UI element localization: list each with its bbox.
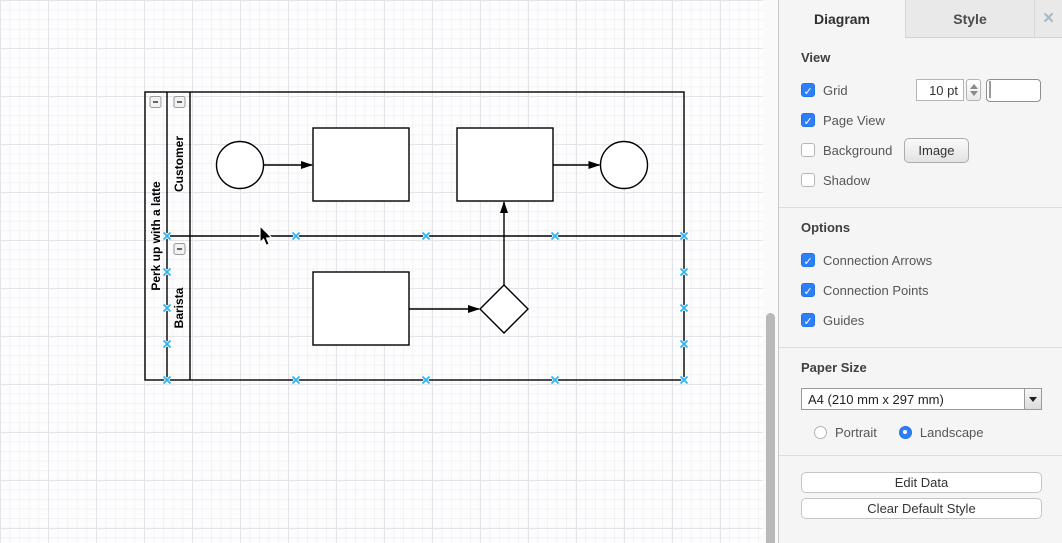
connection-points bbox=[161, 230, 690, 386]
connection-point-marker bbox=[549, 230, 561, 242]
vertical-scrollbar-thumb[interactable] bbox=[766, 313, 775, 543]
background-label: Background bbox=[823, 142, 893, 158]
diagram-canvas[interactable]: Perk up with a latte Customer Barista bbox=[0, 0, 778, 543]
connection-point-marker bbox=[161, 230, 173, 242]
background-row: Background Image bbox=[801, 137, 1041, 163]
tab-style[interactable]: Style bbox=[906, 0, 1035, 38]
connection-point-marker bbox=[161, 338, 173, 350]
grid-checkbox[interactable] bbox=[801, 83, 815, 98]
options-heading: Options bbox=[801, 220, 851, 235]
grid-color-button[interactable] bbox=[986, 78, 1041, 102]
connection-point-marker bbox=[161, 266, 173, 278]
page-view-checkbox[interactable] bbox=[801, 113, 815, 128]
page-view-label: Page View bbox=[823, 112, 885, 128]
connection-point-marker bbox=[549, 374, 561, 386]
end-event-circle[interactable] bbox=[599, 140, 649, 190]
panel-close-button[interactable]: × bbox=[1035, 0, 1062, 38]
connection-point-marker bbox=[161, 302, 173, 314]
stepper-down-icon[interactable] bbox=[969, 91, 978, 96]
view-heading: View bbox=[801, 50, 831, 65]
pool-title[interactable]: Perk up with a latte bbox=[149, 181, 163, 291]
format-panel-tabbar: Diagram Style × bbox=[779, 0, 1062, 38]
connection-point-marker bbox=[290, 374, 302, 386]
portrait-radio[interactable] bbox=[814, 425, 827, 439]
bpmn-diagram: Perk up with a latte Customer Barista bbox=[144, 91, 690, 386]
connection-point-marker bbox=[290, 230, 302, 242]
dropdown-arrow-button[interactable] bbox=[1024, 389, 1041, 409]
paper-size-selected-value: A4 (210 mm x 297 mm) bbox=[808, 391, 944, 407]
page-view-row: Page View bbox=[801, 108, 1041, 132]
edit-data-button[interactable]: Edit Data bbox=[801, 472, 1042, 493]
actions-section: Edit Data Clear Default Style bbox=[779, 456, 1062, 519]
lane-customer-collapse-icon[interactable] bbox=[173, 96, 186, 108]
stepper-up-icon[interactable] bbox=[969, 84, 978, 89]
orientation-row: Portrait Landscape bbox=[801, 424, 1041, 440]
grid-color-swatch bbox=[989, 80, 991, 98]
clear-default-style-button[interactable]: Clear Default Style bbox=[801, 498, 1042, 519]
connection-points-label: Connection Points bbox=[823, 282, 929, 298]
connection-points-checkbox[interactable] bbox=[801, 283, 815, 298]
connection-point-marker bbox=[678, 266, 690, 278]
scrollbar-gutter bbox=[763, 0, 778, 543]
shadow-label: Shadow bbox=[823, 172, 870, 188]
start-event-circle[interactable] bbox=[215, 140, 265, 190]
connection-arrows-label: Connection Arrows bbox=[823, 252, 933, 268]
connection-point-marker bbox=[678, 374, 690, 386]
options-section: Options Connection Arrows Connection Poi… bbox=[779, 208, 1062, 348]
connection-points-row: Connection Points bbox=[801, 278, 1041, 302]
connection-point-marker bbox=[678, 302, 690, 314]
connection-arrows-row: Connection Arrows bbox=[801, 248, 1041, 272]
connection-point-marker bbox=[420, 230, 432, 242]
grid-size-input[interactable] bbox=[916, 79, 964, 101]
chevron-down-icon bbox=[1029, 396, 1037, 402]
shadow-row: Shadow bbox=[801, 168, 1041, 192]
guides-label: Guides bbox=[823, 312, 865, 328]
grid-label: Grid bbox=[823, 82, 848, 98]
gateway-diamond[interactable] bbox=[479, 284, 529, 334]
connection-point-marker bbox=[420, 374, 432, 386]
background-image-button[interactable]: Image bbox=[904, 137, 969, 163]
connection-point-marker bbox=[678, 338, 690, 350]
task2-rect[interactable] bbox=[456, 127, 554, 202]
landscape-radio[interactable] bbox=[898, 425, 912, 439]
pool-collapse-icon[interactable] bbox=[149, 96, 162, 108]
landscape-label: Landscape bbox=[919, 424, 984, 440]
guides-row: Guides bbox=[801, 308, 1041, 332]
background-checkbox[interactable] bbox=[801, 143, 815, 157]
guides-checkbox[interactable] bbox=[801, 313, 815, 328]
shadow-checkbox[interactable] bbox=[801, 173, 815, 187]
portrait-label: Portrait bbox=[835, 424, 877, 440]
task1-rect[interactable] bbox=[312, 127, 410, 202]
paper-size-heading: Paper Size bbox=[801, 360, 867, 375]
grid-size-stepper[interactable] bbox=[966, 79, 981, 101]
connection-point-marker bbox=[678, 230, 690, 242]
close-icon: × bbox=[1042, 7, 1055, 29]
paper-size-section: Paper Size A4 (210 mm x 297 mm) Portrait… bbox=[779, 348, 1062, 456]
connection-arrows-checkbox[interactable] bbox=[801, 253, 815, 268]
lane-barista-collapse-icon[interactable] bbox=[173, 243, 186, 255]
format-panel: Diagram Style × View Grid bbox=[778, 0, 1062, 543]
paper-size-select[interactable]: A4 (210 mm x 297 mm) bbox=[801, 388, 1042, 410]
task3-rect[interactable] bbox=[312, 271, 410, 346]
view-section: View Grid Page View bbox=[779, 38, 1062, 208]
collapse-buttons bbox=[149, 96, 186, 255]
grid-row: Grid bbox=[801, 78, 1041, 102]
lane-title-customer[interactable]: Customer bbox=[172, 136, 186, 192]
tab-diagram[interactable]: Diagram bbox=[779, 0, 906, 38]
connection-point-marker bbox=[161, 374, 173, 386]
lane-title-barista[interactable]: Barista bbox=[172, 287, 186, 328]
mouse-cursor-icon bbox=[259, 224, 273, 247]
grid-size-controls bbox=[916, 78, 1041, 102]
